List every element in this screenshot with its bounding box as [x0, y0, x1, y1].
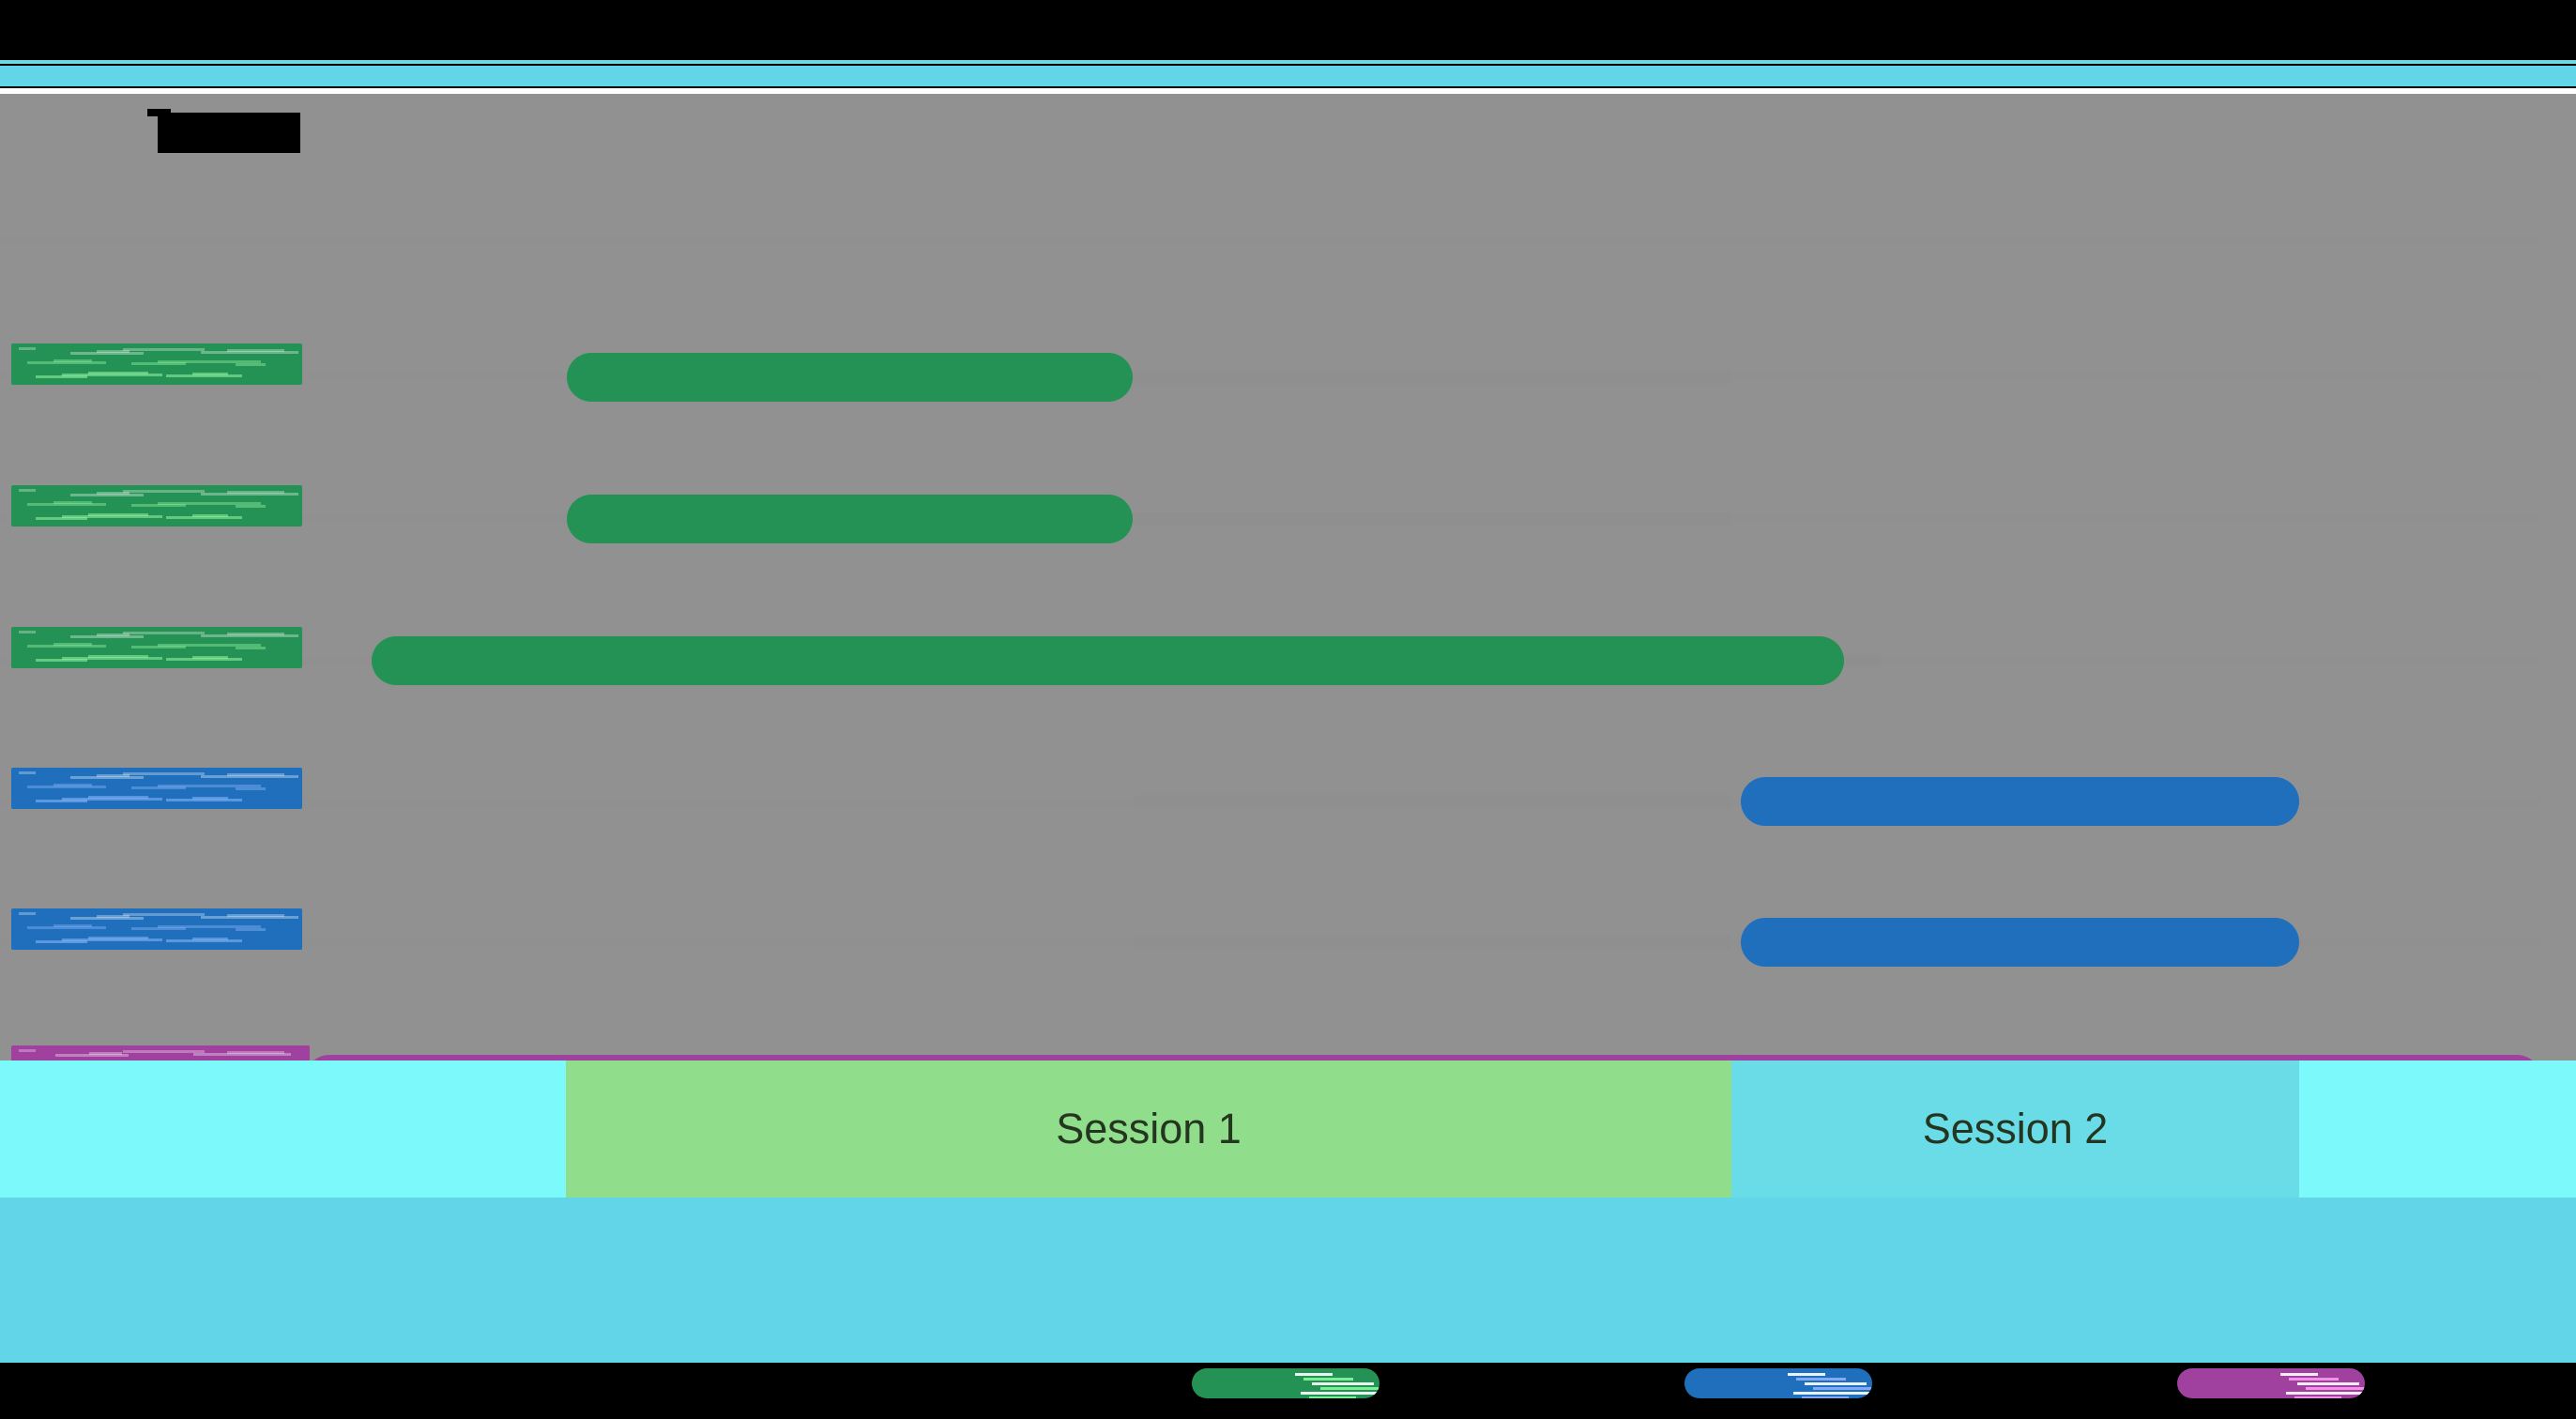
axis-gutter	[0, 94, 2576, 1060]
redacted-title-block	[158, 113, 300, 153]
session-caption-band-1	[566, 1060, 1731, 1198]
category-label-redacted	[11, 343, 302, 385]
category-label-redacted	[11, 908, 302, 950]
bar-remainder	[1135, 795, 1731, 808]
bar-remainder	[1133, 512, 1731, 526]
session-caption-band-2	[1731, 1060, 2299, 1198]
footer-panel	[0, 1198, 2576, 1363]
category-label-redacted	[11, 768, 302, 809]
redacted-title-block-2	[147, 109, 171, 116]
gridline-stub	[0, 236, 566, 243]
task-bar[interactable]	[567, 353, 1133, 402]
top-strip-white	[0, 88, 2576, 94]
legend-swatch[interactable]	[1684, 1368, 1872, 1398]
task-bar[interactable]	[1741, 918, 2299, 967]
category-label-redacted	[11, 485, 302, 526]
legend-swatch[interactable]	[1192, 1368, 1379, 1398]
top-strip-cyan	[0, 66, 2576, 86]
bar-remainder	[1844, 654, 1882, 667]
bar-remainder	[1135, 936, 1731, 949]
legend-swatch[interactable]	[2177, 1368, 2365, 1398]
category-label-redacted	[11, 627, 302, 668]
session-2-label: Session 2	[1922, 1105, 2109, 1152]
session-1-label: Session 1	[1056, 1105, 1242, 1152]
task-bar[interactable]	[372, 636, 1844, 685]
task-bar[interactable]	[1741, 777, 2299, 826]
session-caption-band-3	[2299, 1060, 2541, 1198]
gridline	[566, 236, 2541, 243]
legend	[0, 1363, 2576, 1419]
bar-remainder	[1133, 371, 1731, 384]
plot-area: Session 1 Session 2	[0, 94, 2576, 1198]
task-bar[interactable]	[567, 495, 1133, 543]
top-strip-accent	[0, 60, 2576, 64]
session-caption-row: Session 1 Session 2	[0, 1060, 2576, 1198]
